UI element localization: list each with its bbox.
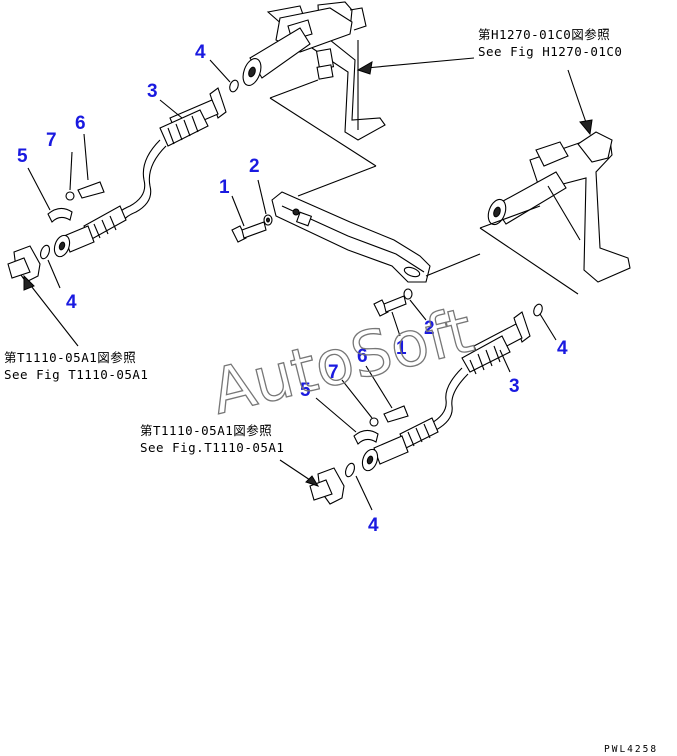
callout-5-mid: 5: [300, 380, 311, 401]
upper-bracket-assembly: [242, 1, 386, 167]
callout-leaders: [27, 59, 557, 511]
ref-h1270-jp: 第H1270-01C0図参照: [478, 27, 610, 42]
callout-3-top: 3: [147, 81, 158, 102]
upper-left-pipe: [53, 79, 239, 258]
callout-4-top: 4: [195, 42, 206, 63]
leader-line: [567, 69, 589, 129]
left-flange: [7, 244, 51, 283]
leader-line: [365, 57, 475, 69]
callout-6-left: 6: [75, 113, 86, 134]
callout-6-mid: 6: [357, 346, 368, 367]
callout-3-right: 3: [509, 376, 520, 397]
callout-1-right: 1: [396, 338, 407, 359]
callout-4-left: 4: [66, 292, 77, 313]
ref-h1270-en: See Fig H1270-01C0: [478, 44, 622, 59]
lower-flange: [309, 462, 356, 505]
callout-7-left: 7: [46, 130, 57, 151]
callout-2-top: 2: [249, 156, 260, 177]
leader-arrow-icon: [305, 475, 320, 487]
callout-4-bottom: 4: [368, 515, 379, 536]
cross-bar: [271, 165, 481, 283]
callout-2-right: 2: [424, 318, 435, 339]
ref-t1110-mid-en: See Fig.T1110-05A1: [140, 440, 284, 455]
drawing-code: PWL4258: [604, 744, 658, 755]
leader-arrow-icon: [356, 61, 373, 75]
callout-7-mid: 7: [328, 362, 339, 383]
bolt-and-washer-upper: [231, 214, 273, 243]
watermark-text: AutoSoft: [204, 293, 480, 428]
ref-t1110-left-en: See Fig T1110-05A1: [4, 367, 148, 382]
clamp-left: [47, 181, 105, 223]
lower-pipe: [361, 303, 543, 472]
clamp-mid: [353, 405, 409, 445]
ref-t1110-left-jp: 第T1110-05A1図参照: [4, 350, 136, 365]
ref-t1110-mid-jp: 第T1110-05A1図参照: [140, 423, 272, 438]
leader-arrow-icon: [23, 274, 35, 291]
leader-line: [27, 281, 79, 347]
leader-arrow-icon: [579, 119, 593, 136]
callout-4-right: 4: [557, 338, 568, 359]
bolt-and-washer-lower: [373, 288, 413, 317]
callout-1-top: 1: [219, 177, 230, 198]
callout-5-left: 5: [17, 146, 28, 167]
right-bracket-assembly: [479, 131, 631, 295]
